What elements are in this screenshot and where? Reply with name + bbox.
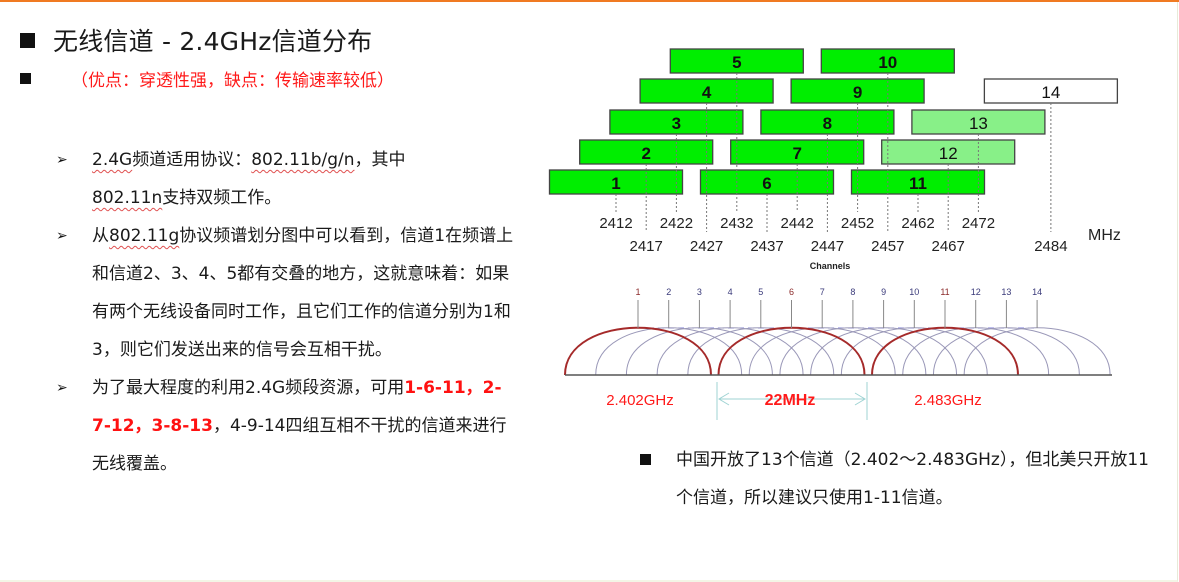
channel-bar-10 bbox=[820, 48, 955, 74]
channel-number: 13 bbox=[969, 114, 988, 133]
channel-bar-9 bbox=[790, 78, 925, 104]
arrow-left-icon bbox=[718, 392, 730, 406]
text-run: ，4-9-14四组互相不干扰的信道来进行无线覆盖。 bbox=[92, 416, 507, 474]
channel-number: 5 bbox=[732, 53, 741, 72]
channel-number: 1 bbox=[611, 174, 620, 193]
channel-number: 2 bbox=[641, 144, 650, 163]
channel-number: 4 bbox=[702, 83, 712, 102]
axis-caption: Channels bbox=[810, 261, 851, 271]
channel-bar-11 bbox=[850, 169, 986, 195]
frequency-tick-label: 2417 bbox=[630, 238, 663, 255]
channel-bar-13 bbox=[911, 109, 1046, 135]
start-frequency-label: 2.402GHz bbox=[606, 392, 674, 409]
frequency-tick-label: 2427 bbox=[690, 238, 723, 255]
arrow-right-icon bbox=[854, 392, 866, 406]
frequency-tick-label: 2484 bbox=[1034, 238, 1067, 255]
bullet-text: 为了最大程度的利用2.4G频段资源，可用1-6-11，2-7-12，3-8-13… bbox=[92, 369, 516, 483]
frequency-tick-label: 2422 bbox=[660, 215, 693, 232]
square-bullet-icon bbox=[640, 454, 651, 465]
channel-number: 9 bbox=[853, 83, 862, 102]
channel-number: 3 bbox=[672, 114, 681, 133]
text-run: 协议频谱划分图中可以看到，信道1在频谱上和信道2、3、4、5都有交叠的地方，这就… bbox=[92, 226, 514, 360]
bullet-text: 从802.11g协议频谱划分图中可以看到，信道1在频谱上和信道2、3、4、5都有… bbox=[92, 217, 516, 369]
bullet-item: ➢ 为了最大程度的利用2.4G频段资源，可用1-6-11，2-7-12，3-8-… bbox=[56, 369, 516, 483]
channel-marker-label: 6 bbox=[789, 287, 794, 297]
channel-marker-label: 7 bbox=[820, 287, 825, 297]
slide-title: 无线信道 - 2.4GHz信道分布 bbox=[53, 27, 373, 56]
arrow-bullet-icon: ➢ bbox=[56, 152, 68, 168]
text-run: 为了最大程度的利用2.4G频段资源，可用 bbox=[92, 378, 405, 398]
text-run: 2.4G bbox=[92, 150, 133, 170]
channel-marker-label: 3 bbox=[697, 287, 702, 297]
arrow-bullet-icon: ➢ bbox=[56, 228, 68, 244]
bullet-list: ➢ 2.4G频道适用协议：802.11b/g/n，其中 802.11n支持双频工作… bbox=[56, 141, 516, 483]
channel-bar-8 bbox=[760, 109, 895, 135]
note-block: 中国开放了13个信道（2.402～2.483GHz），但北美只开放11个信道，所… bbox=[640, 441, 1160, 517]
bullet-item: ➢ 2.4G频道适用协议：802.11b/g/n，其中 802.11n支持双频工作… bbox=[56, 141, 516, 217]
channel-bar-7 bbox=[730, 139, 865, 165]
channel-marker-label: 1 bbox=[635, 287, 640, 297]
frequency-tick-label: 2457 bbox=[871, 238, 904, 255]
channel-number: 6 bbox=[762, 174, 771, 193]
channel-number: 7 bbox=[792, 144, 801, 163]
channel-marker-label: 11 bbox=[940, 287, 949, 297]
channel-marker-label: 8 bbox=[850, 287, 855, 297]
channel-bar-14 bbox=[983, 78, 1119, 104]
bullet-text: 2.4G频道适用协议：802.11b/g/n，其中 802.11n支持双频工作。 bbox=[92, 141, 516, 217]
channel-bar-6 bbox=[699, 169, 835, 195]
square-bullet-icon bbox=[20, 73, 31, 84]
channel-marker-label: 9 bbox=[881, 287, 886, 297]
text-run: 从 bbox=[92, 226, 109, 246]
frequency-tick-label: 2442 bbox=[781, 215, 814, 232]
end-frequency-label: 2.483GHz bbox=[914, 392, 982, 409]
frequency-tick-label: 2452 bbox=[841, 215, 874, 232]
frequency-tick-label: 2437 bbox=[750, 238, 783, 255]
channel-number: 8 bbox=[823, 114, 832, 133]
channel-marker-label: 2 bbox=[666, 287, 671, 297]
text-run: 802.11g bbox=[109, 226, 180, 246]
channel-marker-label: 14 bbox=[1032, 287, 1042, 297]
text-run: 802.11b/g/n bbox=[251, 150, 355, 170]
note-text: 中国开放了13个信道（2.402～2.483GHz），但北美只开放11个信道，所… bbox=[676, 450, 1149, 508]
text-run: ，其中 bbox=[354, 150, 406, 170]
square-bullet-icon bbox=[20, 32, 35, 48]
channel-number: 14 bbox=[1041, 83, 1060, 102]
channel-marker-label: 13 bbox=[1001, 287, 1011, 297]
channel-number: 11 bbox=[909, 174, 927, 193]
bullet-item: ➢ 从802.11g协议频谱划分图中可以看到，信道1在频谱上和信道2、3、4、5… bbox=[56, 217, 516, 369]
arrow-bullet-icon: ➢ bbox=[56, 380, 68, 396]
top-accent-rule bbox=[0, 0, 1179, 2]
frequency-tick-label: 2412 bbox=[599, 215, 632, 232]
unit-label: MHz bbox=[1088, 227, 1121, 244]
text-run: 支持双频工作。 bbox=[162, 188, 282, 208]
channel-marker-label: 12 bbox=[971, 287, 981, 297]
frequency-tick-label: 2432 bbox=[720, 215, 753, 232]
frequency-tick-label: 2472 bbox=[962, 215, 995, 232]
slide-subtitle: （优点：穿透性强，缺点：传输速率较低） bbox=[71, 71, 394, 91]
channel-marker-label: 4 bbox=[728, 287, 733, 297]
channel-marker-label: 10 bbox=[909, 287, 919, 297]
text-run: 频道适用协议： bbox=[132, 150, 252, 170]
channel-bar-12 bbox=[881, 139, 1016, 165]
frequency-tick-label: 2467 bbox=[932, 238, 965, 255]
channel-number: 12 bbox=[939, 144, 958, 163]
frequency-tick-label: 2462 bbox=[901, 215, 934, 232]
channel-marker-label: 5 bbox=[758, 287, 763, 297]
channel-bar-1 bbox=[548, 169, 684, 195]
channel-width-label: 22MHz bbox=[765, 392, 816, 409]
text-run: 802.11n bbox=[92, 188, 163, 208]
channel-number: 10 bbox=[878, 53, 897, 72]
channel-bar-4 bbox=[639, 78, 774, 104]
highlight-channel-groups: 1-6-11，2-7-12，3-8-13 bbox=[92, 378, 502, 436]
frequency-tick-label: 2447 bbox=[811, 238, 844, 255]
subtitle-row: （优点：穿透性强，缺点：传输速率较低） bbox=[20, 66, 394, 91]
title-row: 无线信道 - 2.4GHz信道分布 bbox=[20, 22, 372, 58]
